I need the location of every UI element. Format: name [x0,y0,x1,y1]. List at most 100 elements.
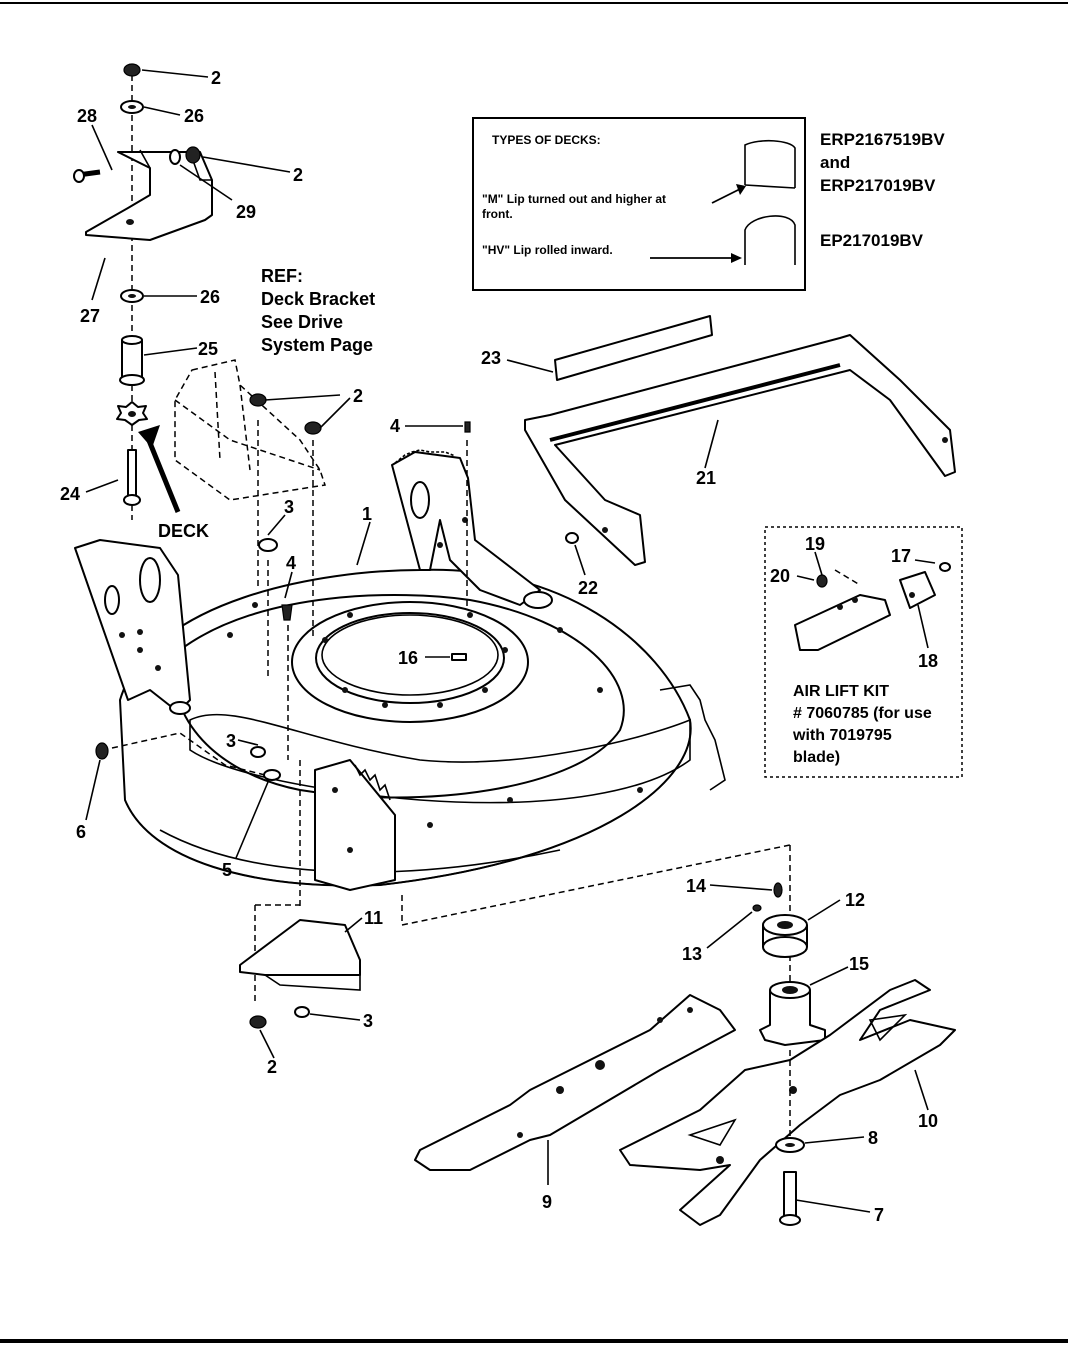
callout-27: 27 [80,306,100,326]
callout-7: 7 [874,1205,884,1225]
left-height-bracket [74,539,191,715]
callout-3: 3 [226,731,236,751]
m-lip-sketch [744,139,796,188]
nut-part [123,63,141,77]
callout-28: 28 [77,106,97,126]
m-type-line2: front. [482,207,513,221]
callout-26: 26 [200,287,220,307]
callout-12: 12 [845,890,865,910]
model-2: ERP217019BV [820,176,936,195]
key-part [773,882,783,898]
ref-line4: System Page [261,335,373,355]
callout-2: 2 [353,386,363,406]
leader-lines [85,69,936,1213]
deck-label: DECK [158,521,209,541]
carriage-bolt-part [258,538,278,552]
ref-note: REF: Deck Bracket See Drive System Page [261,266,375,355]
callout-15: 15 [849,954,869,974]
nut-part-3 [249,393,267,407]
hv-type-line: "HV" Lip rolled inward. [482,243,613,257]
model-1: ERP2167519BV [820,130,945,149]
bolt-part-3 [565,532,579,544]
callout-13: 13 [682,944,702,964]
carriage-bolt-part-3 [294,1006,310,1018]
callout-2: 2 [267,1057,277,1077]
plug-part [95,742,109,760]
nut-part-4 [304,421,322,435]
carriage-bolt-part-2 [250,746,266,758]
grease-fitting-part [281,604,293,621]
callout-6: 6 [76,822,86,842]
callout-25: 25 [198,339,218,359]
rear-height-bracket [391,449,553,609]
screw-part [939,562,951,572]
callout-11: 11 [364,908,383,928]
callout-numbers: 2 26 28 2 29 27 26 25 24 2 4 1 3 4 16 22… [60,68,938,1225]
blade-adapter-bracket-part [239,919,361,976]
model-and: and [820,153,850,172]
air-lift-blade-part [794,594,891,651]
callout-4: 4 [390,416,400,436]
shoulder-bolt-part [263,769,281,781]
callout-18: 18 [918,651,938,671]
callout-3: 3 [284,497,294,517]
ref-line2: Deck Bracket [261,289,375,309]
callout-5: 5 [222,860,232,880]
kit-line3: with 7019795 [792,727,892,744]
nut-part-5 [816,574,828,588]
callout-4: 4 [286,553,296,573]
hv-lip-sketch [744,215,796,265]
callout-2: 2 [211,68,221,88]
callout-8: 8 [868,1128,878,1148]
callout-22: 22 [578,578,598,598]
height-adjust-stack [73,63,213,520]
hi-vac-blade-part [619,979,956,1226]
callout-10: 10 [918,1111,938,1131]
callout-20: 20 [770,566,790,586]
types-of-decks-box: TYPES OF DECKS: "M" Lip turned out and h… [472,117,806,291]
callout-9: 9 [542,1192,552,1212]
deck-bracket-part [85,151,213,241]
callout-3: 3 [363,1011,373,1031]
baffle-assembly [524,315,956,566]
callout-1: 1 [362,504,372,524]
blade-adapter-part [759,989,826,1046]
callout-2: 2 [293,165,303,185]
grease-fitting-part-2 [464,421,471,433]
m-type-line1: "M" Lip turned out and higher at [482,192,666,206]
callout-24: 24 [60,484,80,504]
kit-line4: blade) [793,749,840,766]
set-screw-part [752,904,762,912]
kit-line2: # 7060785 (for use [793,705,932,722]
types-title: TYPES OF DECKS: [492,133,601,147]
model-3: EP217019BV [820,231,924,250]
lower-hardware [239,844,956,1226]
callout-14: 14 [686,876,706,896]
callout-17: 17 [891,546,911,566]
baffle-strip-part [554,315,713,381]
ref-deck-bracket [174,359,326,501]
lock-washer-part [169,149,181,165]
nut-part-6 [249,1015,267,1029]
callout-23: 23 [481,348,501,368]
air-lift-kit-box: AIR LIFT KIT # 7060785 (for use with 701… [764,526,963,778]
callout-19: 19 [805,534,825,554]
nut-part-2 [185,146,201,164]
mower-deck [119,568,692,887]
callout-21: 21 [696,468,716,488]
blade-bolt-part [783,1171,797,1221]
bolt-part [127,449,137,501]
ref-line3: See Drive [261,312,343,332]
callout-16: 16 [398,648,418,668]
front-height-bracket [314,684,726,891]
air-lift-plate-part [899,571,936,609]
bolt-part-2 [451,653,467,661]
callout-29: 29 [236,202,256,222]
deck-arrow [145,437,181,513]
ref-line1: REF: [261,266,303,286]
callout-26: 26 [184,106,204,126]
baffle-part [524,334,956,566]
standard-blade-part [414,994,736,1171]
